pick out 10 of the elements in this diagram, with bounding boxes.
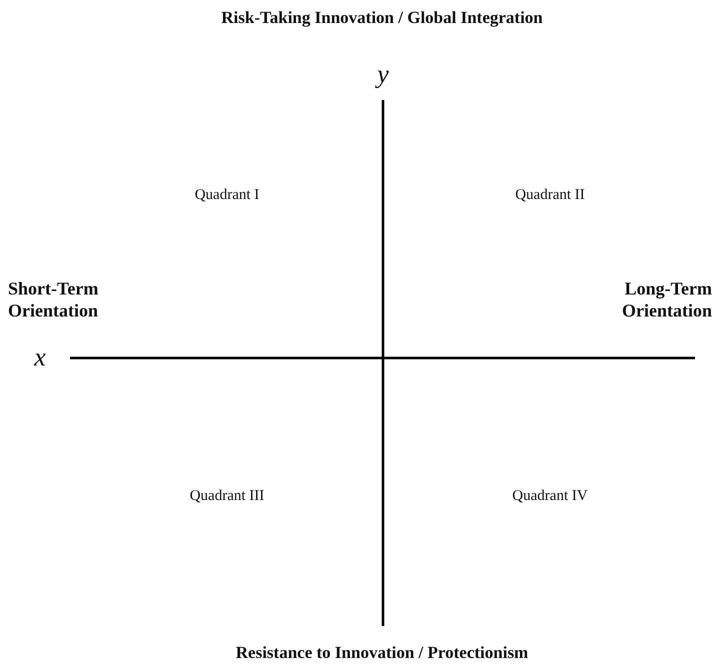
quadrant-label: Quadrant III [190,487,264,505]
axis-end-label: Risk-Taking Innovation / Global Integration [221,8,543,28]
axis-variable: y [377,58,389,90]
quadrant-label: Quadrant II [515,186,585,204]
quadrant-label: Quadrant I [194,186,260,204]
axis-end-label: Short-Term Orientation [8,278,100,322]
axis-variable: x [34,341,46,373]
quadrant-label: Quadrant IV [512,487,588,505]
axis-end-label: Long-Term Orientation [621,278,712,322]
axis-end-label: Resistance to Innovation / Protectionism [236,642,528,664]
